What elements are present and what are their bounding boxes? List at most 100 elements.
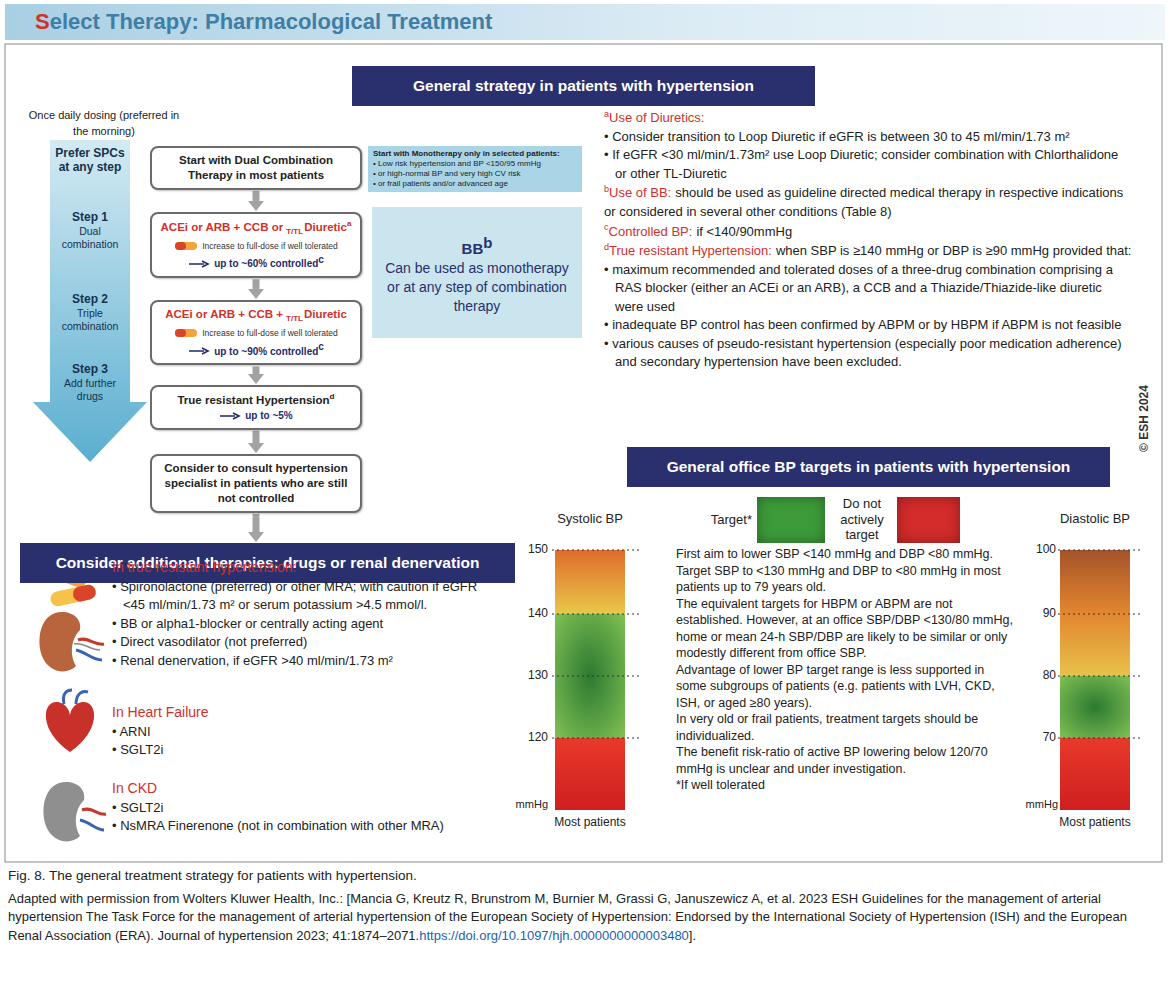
tick-label-block: 80 — [1022, 667, 1056, 684]
bar-zone — [1060, 738, 1130, 810]
step-box-text: ACEi or ARB + CCB + — [165, 308, 283, 320]
dotted-line — [552, 550, 640, 551]
step-box-text: up to ~90% controlled — [214, 346, 318, 357]
footnote: • maximum recommended and tolerated dose… — [604, 261, 1132, 316]
bar-zone — [555, 550, 625, 614]
target-note: The equivalent targets for HBPM or ABPM … — [676, 596, 1018, 662]
step-box-text: c — [318, 341, 324, 352]
note-box-text: Start with Monotherapy only in selected … — [373, 149, 560, 158]
tick-label-block: 130 — [510, 667, 548, 684]
step-box-text: a — [347, 219, 351, 228]
reference: ]. — [689, 928, 696, 943]
figure-caption: Fig. 8. The general treatment strategy f… — [8, 868, 417, 883]
kidney-shape — [43, 782, 84, 841]
footnote: Controlled BP: — [609, 224, 693, 239]
consult-box: Consider to consult hypertension special… — [150, 454, 362, 513]
note-box: Start with Monotherapy only in selected … — [368, 146, 582, 192]
footnote: Use of Diuretics: — [609, 110, 704, 125]
therapy-list: In true resistant hypertension: — [112, 558, 502, 578]
step-arrow-text: Prefer SPCs at any step — [50, 146, 130, 175]
bb-panel: BBbCan be used as monotherapy or at any … — [372, 207, 582, 338]
therapy-list: In CKD — [112, 779, 502, 799]
footnote: • Consider transition to Loop Diuretic i… — [604, 128, 1132, 146]
therapy-list: • Direct vasodilator (not preferred) — [112, 633, 502, 651]
section-banner: General office BP targets in patients wi… — [627, 447, 1110, 487]
therapy-list: • Renal denervation, if eGFR >40 ml/min/… — [112, 652, 502, 670]
tick-label: 150 — [528, 542, 548, 556]
arrow-glyph — [220, 413, 239, 419]
note-box-text: • or frail patients and/or advanced age — [373, 179, 577, 189]
systolic-bar — [555, 550, 625, 810]
arrow-icon — [219, 412, 241, 420]
therapy-list: In Heart Failure — [112, 703, 502, 723]
kidney-shape — [39, 612, 80, 671]
target-note: The benefit risk-ratio of active BP lowe… — [676, 744, 1018, 777]
step-arrow-text: Step 3 — [50, 362, 130, 376]
bar-zone — [555, 738, 625, 810]
start-box-text: Start with Dual Combination Therapy in m… — [179, 154, 333, 181]
diastolic-bar — [1060, 550, 1130, 810]
dotted-line — [1058, 550, 1140, 551]
flow-arrow — [253, 366, 260, 374]
section-banner-text: General strategy in patients with hypert… — [413, 77, 754, 95]
kidney-icon — [43, 782, 106, 841]
axis-title-block: Diastolic BP — [1050, 510, 1140, 528]
capsule — [175, 329, 197, 337]
footnote-block: aUse of Diuretics: • Consider transition … — [604, 108, 1132, 372]
therapy-list: • NsMRA Finerenone (not in combination w… — [112, 817, 502, 835]
heart-icon — [46, 690, 94, 752]
resistant-box-text: True resistant Hypertension — [177, 394, 329, 406]
resistant-box-text: up to ~5% — [245, 410, 293, 421]
capsule-half — [175, 242, 186, 250]
step-arrow-text: Dual combination — [50, 225, 130, 250]
target-note: *If well tolerated — [676, 777, 1018, 794]
tick-label: 140 — [528, 606, 548, 620]
unit-label-block: mmHg — [500, 797, 548, 813]
step-box-text: Diuretic — [304, 221, 347, 233]
step-box-text: up to ~60% controlled — [214, 258, 318, 269]
target-note: Target SBP to <130 mmHg and DBP to <80 m… — [676, 563, 1018, 596]
axis-footer-block: Most patients — [540, 814, 640, 831]
flow-arrow — [253, 431, 260, 443]
footnote: • inadequate BP control has been confirm… — [604, 316, 1132, 334]
note-box-text: • Low risk hypertension and BP <150/95 m… — [373, 159, 577, 169]
flow-arrow — [253, 279, 260, 289]
vein — [80, 820, 104, 830]
axis-footer-block: Most patients — [1045, 814, 1145, 831]
arrow-glyph — [189, 261, 208, 267]
footnote: when SBP is ≥140 mmHg or DBP is ≥90 mmHg… — [776, 243, 1132, 258]
reference-block: Adapted with permission from Wolters Klu… — [8, 890, 1160, 945]
pill-icon — [174, 328, 198, 338]
step-box-text: Increase to full-dose if well tolerated — [202, 328, 338, 338]
unit-label-block: mmHg — [1020, 797, 1058, 813]
step-box: ACEi or ARB + CCB orT/TLDiureticaIncreas… — [150, 212, 362, 278]
vein — [76, 650, 102, 660]
tick-label: 120 — [528, 730, 548, 744]
footnote: d — [604, 242, 609, 252]
copyright-watermark: © ESH 2024 — [1137, 385, 1151, 452]
target-note: Advantage of lower BP target range is le… — [676, 662, 1018, 712]
footnote: a — [604, 109, 609, 119]
dotted-line — [1058, 614, 1140, 615]
footnote: Use of BB: — [609, 185, 671, 200]
kidney-icon — [39, 612, 104, 671]
section-banner-text: General office BP targets in patients wi… — [667, 458, 1071, 476]
axis-footer: Most patients — [1059, 815, 1130, 829]
footnote: b — [604, 184, 609, 194]
dosing-note: Once daily dosing (preferred in the morn… — [29, 109, 179, 137]
therapy-list: • ARNI — [112, 723, 502, 741]
bar-zone — [1060, 676, 1130, 738]
section-banner: General strategy in patients with hypert… — [352, 66, 815, 106]
axis-title: Diastolic BP — [1060, 511, 1130, 526]
tick-label-block: 120 — [510, 729, 548, 746]
footnote: True resistant Hypertension: — [609, 243, 772, 258]
unit-label: mmHg — [516, 798, 548, 810]
catheter — [74, 644, 100, 650]
dosing-note-block: Once daily dosing (preferred in the morn… — [28, 108, 180, 139]
tick-label: 80 — [1043, 668, 1056, 682]
capsule — [49, 583, 97, 607]
consult-box-text: Consider to consult hypertension special… — [164, 462, 347, 504]
heart-vessel — [63, 690, 88, 704]
tick-label: 130 — [528, 668, 548, 682]
arrow-icon — [188, 260, 210, 268]
